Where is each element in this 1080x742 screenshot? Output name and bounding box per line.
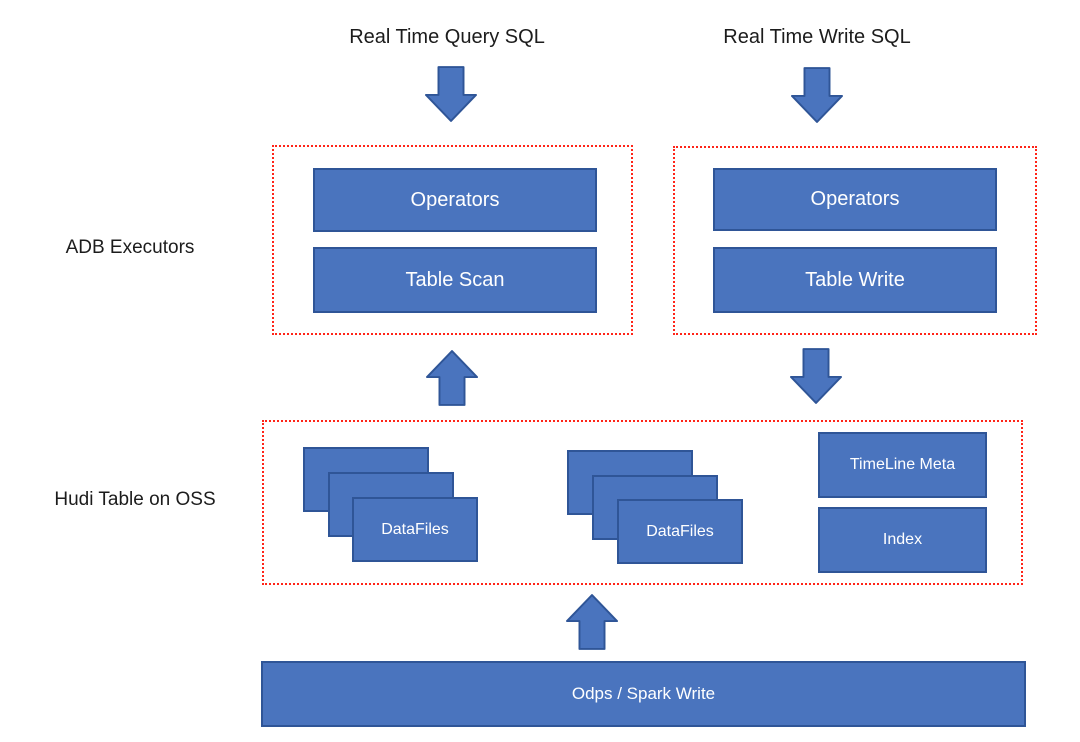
operators-node-write: Operators (713, 168, 997, 231)
adb-executors-write-box (673, 146, 1037, 335)
adb-executors-query-box (272, 145, 633, 335)
label-adb-executors: ADB Executors (65, 237, 195, 258)
down-arrow-icon-query-flow (425, 65, 477, 123)
table-write-node: Table Write (713, 247, 997, 313)
label-real-time-write-sql: Real Time Write SQL (723, 26, 911, 48)
up-arrow-icon-ingest-to-hudi (566, 593, 618, 651)
index-node: Index (818, 507, 987, 573)
datafiles-card-front: DataFiles (617, 499, 743, 564)
operators-node-query: Operators (313, 168, 597, 232)
label-hudi-table-on-oss: Hudi Table on OSS (54, 489, 216, 510)
label-real-time-query-sql: Real Time Query SQL (349, 26, 545, 48)
timeline-meta-node: TimeLine Meta (818, 432, 987, 498)
odps-spark-write-bar: Odps / Spark Write (261, 661, 1026, 727)
datafiles-label: DataFiles (381, 520, 449, 538)
up-arrow-icon-read-from-hudi (426, 349, 478, 407)
hudi-table-box (262, 420, 1023, 585)
datafiles-label: DataFiles (646, 522, 714, 540)
down-arrow-icon-write-flow (791, 66, 843, 124)
table-scan-node: Table Scan (313, 247, 597, 313)
datafiles-card-front: DataFiles (352, 497, 478, 562)
down-arrow-icon-write-to-hudi (790, 347, 842, 405)
